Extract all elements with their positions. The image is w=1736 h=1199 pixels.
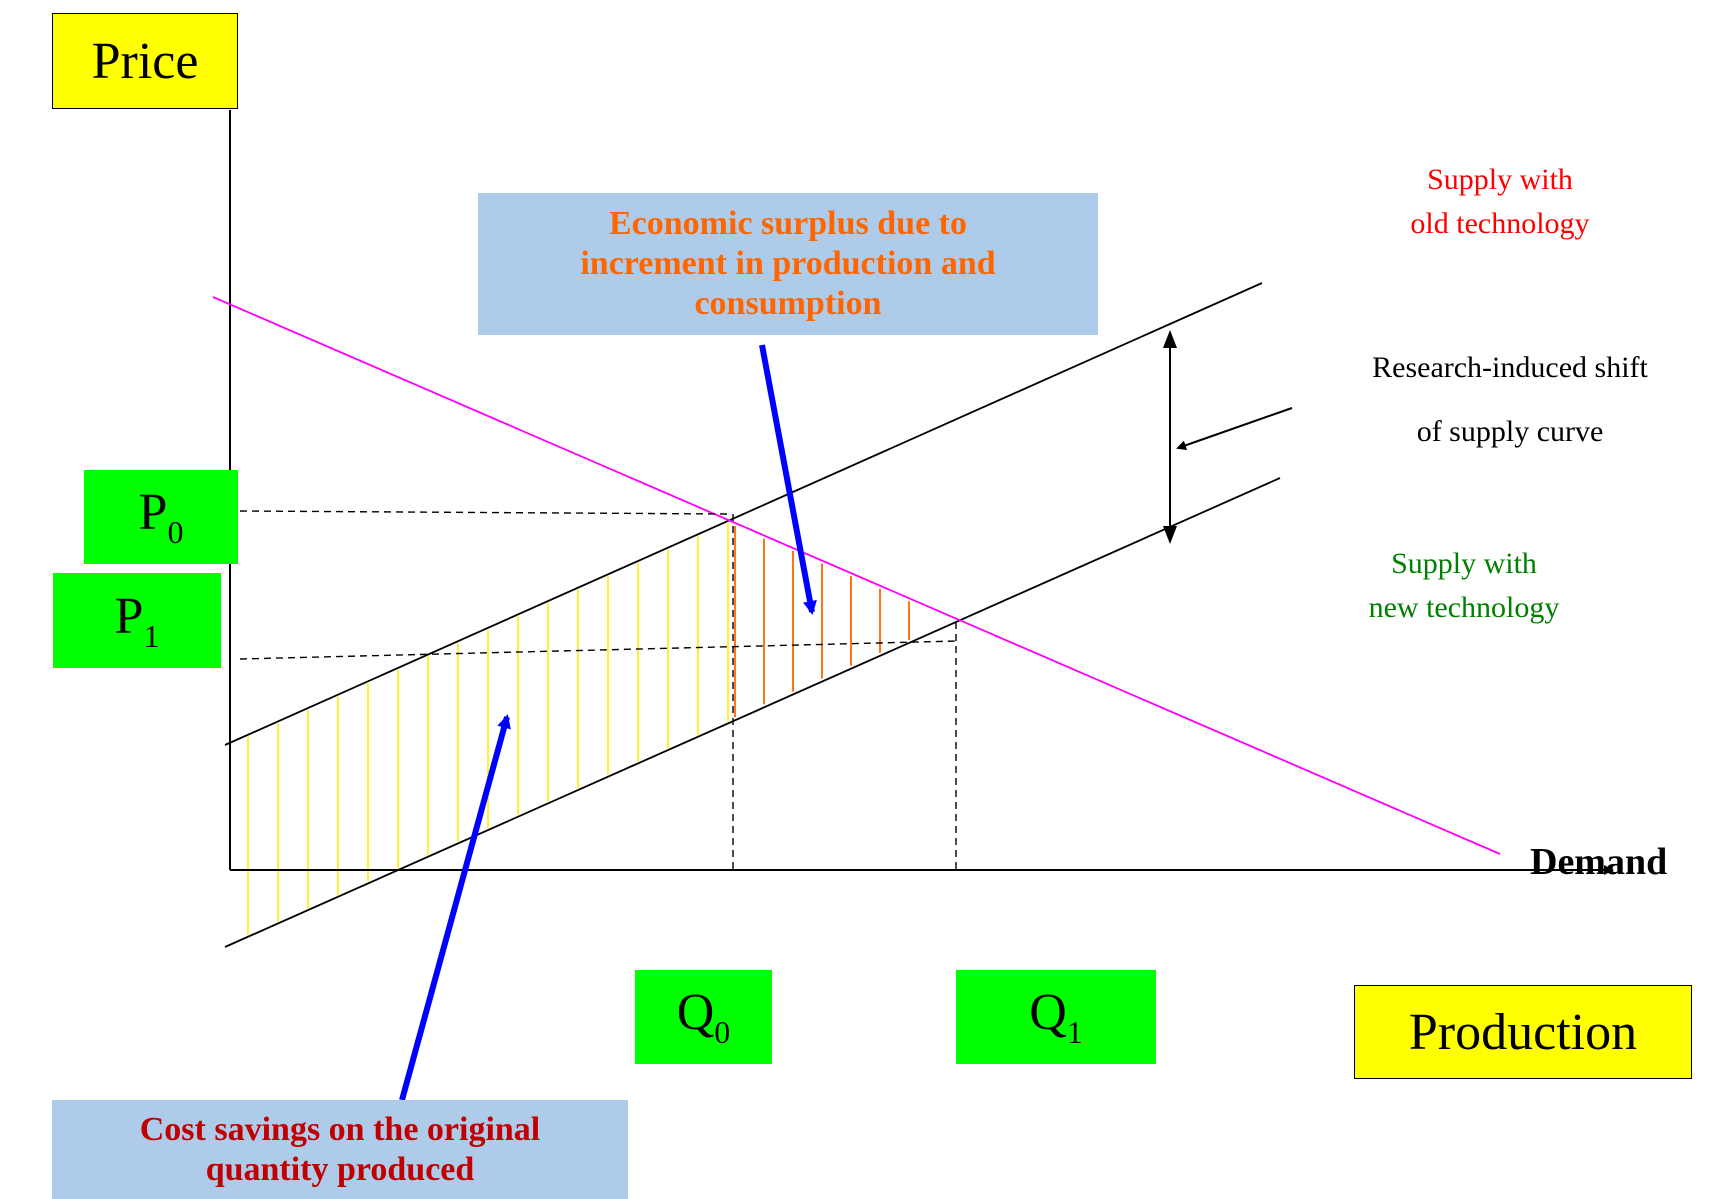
q0-label: Q0	[635, 970, 772, 1064]
p1-label: P1	[53, 573, 221, 668]
q0-text: Q0	[676, 984, 731, 1050]
demand-line	[212, 296, 1501, 855]
research-shift-label: Research-induced shift of supply curve	[1372, 351, 1648, 448]
supply-old-technology-line	[224, 282, 1263, 746]
production-axis-label: Production	[1354, 985, 1692, 1079]
price-label-text: Price	[91, 32, 199, 90]
shift-arrow-head-bottom	[1163, 526, 1177, 544]
supply-old-technology-label: Supply with old technology	[1410, 163, 1590, 240]
q1-text: Q1	[1029, 984, 1083, 1050]
shift-pointer-arrow	[1176, 407, 1293, 451]
production-label-text: Production	[1408, 1003, 1638, 1061]
savings-callout-arrow	[399, 714, 511, 1101]
supply-new-technology-line	[224, 477, 1281, 948]
p0-dashed-line	[239, 510, 729, 515]
supply-new-technology-label: Supply with new technology	[1368, 547, 1560, 624]
economic-surplus-hatch-area	[734, 525, 910, 718]
cost-savings-hatch-area	[247, 522, 729, 935]
demand-label: Demand	[1530, 841, 1668, 883]
price-axis-label: Price	[52, 13, 238, 109]
surplus-callout-arrow	[759, 344, 817, 615]
economic-surplus-callout: Economic surplus due to increment in pro…	[478, 193, 1098, 335]
p1-text: P1	[114, 587, 160, 654]
q1-label: Q1	[956, 970, 1156, 1064]
p0-text: P0	[138, 484, 184, 550]
cost-savings-callout: Cost savings on the original quantity pr…	[52, 1100, 628, 1199]
p0-label: P0	[84, 470, 238, 564]
shift-arrow-head-top	[1163, 330, 1177, 348]
